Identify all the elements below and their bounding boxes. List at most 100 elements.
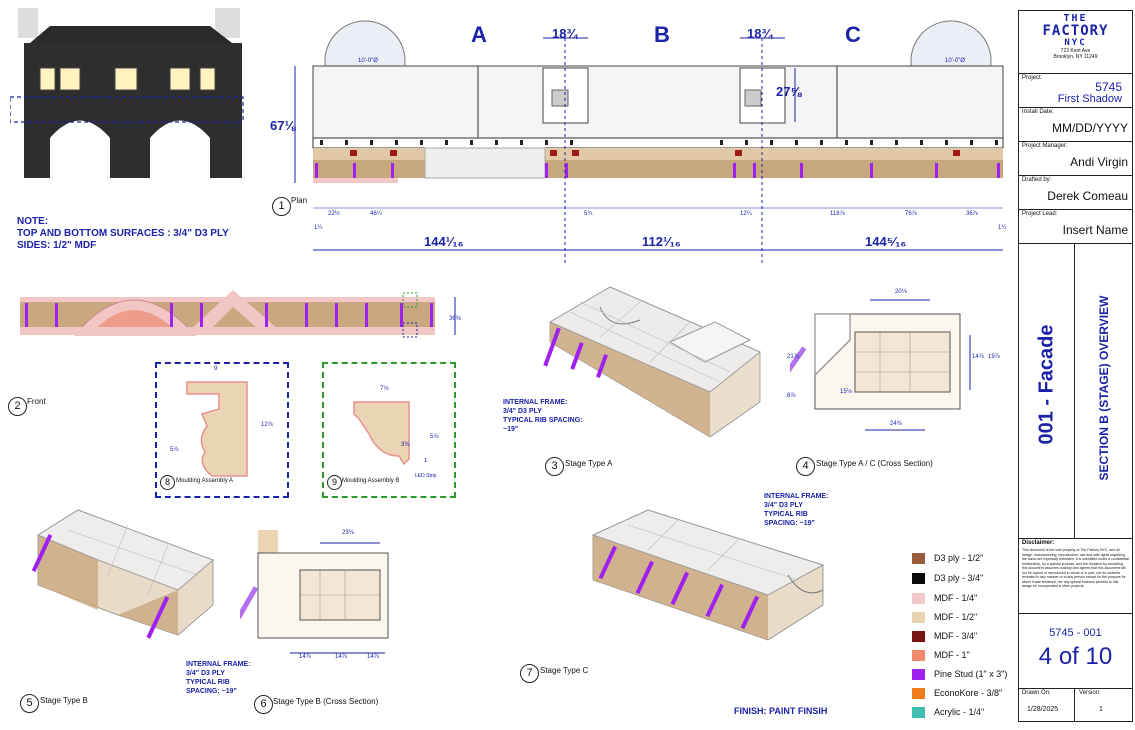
drawn-on-label: Drawn On: [1022,690,1051,696]
project-lead-cell: Project Lead: Insert Name [1019,209,1132,244]
dim-s1: 22½ [328,211,340,217]
project-cell: Project: 5745 First Shadow [1019,73,1132,108]
install-date-cell: Install Date: MM/DD/YYYY [1019,107,1132,142]
drawn-version-cell: Drawn On: Version: 1/28/2025 1 [1019,688,1132,721]
disclaimer-cell: Disclaimer: This document is the sole pr… [1019,538,1132,614]
version-label: Version: [1079,690,1101,696]
dim-s9: 1¼ [998,225,1007,231]
dim-s3: 5¾ [584,211,593,217]
view-6-number: 6 [254,695,273,714]
drafted-by-cell: Drafted by: Derek Comeau [1019,175,1132,210]
stage-a-note-4: ~19" [503,426,519,433]
note-title: NOTE: [17,216,49,227]
drawing-number-cell: 5745 - 001 4 of 10 [1019,613,1132,689]
material-legend: D3 ply - 1/2" D3 ply - 3/4" MDF - 1/4" M… [0,0,1007,718]
finish-note: FINISH: PAINT FINSIH [734,706,828,716]
front-view [20,290,456,338]
legend-label: MDF - 1" [934,650,970,660]
legend-swatch [912,553,925,564]
section-letter-c: C [845,22,861,47]
stage-ac-d3: 14⅞ [972,354,984,360]
project-number: 5745 [1095,80,1122,94]
view-7-caption: Stage Type C [540,666,589,675]
stage-type-b-model [31,509,214,639]
section-letter-a: A [471,22,487,47]
legend-label: D3 ply - 3/4" [934,573,984,583]
project-lead-value: Insert Name [1062,223,1128,237]
moulding-b-d3: 3⅜ [401,442,410,448]
front-dim: 36⅝ [449,316,461,322]
view-2-number: 2 [8,397,27,416]
moulding-a-frame [155,362,289,498]
stage-b-d1: 23⅛ [342,530,354,536]
legend-label: EconoKore - 3/8" [934,688,1003,698]
logo-the: THE [1063,13,1088,24]
stage-b-d2: 14⅞ [299,654,311,660]
stage-a-note-3: TYPICAL RIB SPACING: [503,417,583,424]
legend-label: MDF - 1/2" [934,612,978,622]
moulding-b-frame [322,362,456,498]
view-6-caption: Stage Type B (Cross Section) [273,697,379,706]
sheet-title: 001 - Facade [1035,324,1058,445]
view-2-caption: Front [27,397,46,406]
stage-b-note-2: 3/4" D3 PLY [186,670,225,677]
moulding-a-d1: 9 [214,366,218,372]
stage-type-a-model [543,286,761,438]
stage-c-frame-note: INTERNAL FRAME: 3/4" D3 PLY TYPICAL RIB … [764,492,828,528]
legend-label: Pine Stud (1" x 3") [934,669,1008,679]
view-5-caption: Stage Type B [40,696,88,705]
view-4-number: 4 [796,457,815,476]
legend-label: D3 ply - 1/2" [934,553,984,563]
note-block: NOTE: TOP AND BOTTOM SURFACES : 3/4" D3 … [17,216,229,252]
dim-gap-left: 18¾ [552,26,578,41]
stage-b-frame-note: INTERNAL FRAME: 3/4" D3 PLY TYPICAL RIB … [186,660,250,696]
drawn-on-value: 1/28/2025 [1027,706,1059,713]
view-3-caption: Stage Type A [565,459,613,468]
circle-label-right: 10'-0"Ø [945,58,965,64]
drafted-by-label: Drafted by: [1022,177,1052,183]
page-of: 4 of 10 [1038,643,1113,670]
dim-s2: 46¼ [370,211,382,217]
moulding-a-profile [186,381,248,477]
circle-label-left: 10'-0"Ø [358,58,378,64]
logo-nyc: NYC [1064,38,1087,48]
project-manager-value: Andi Virgin [1070,155,1128,169]
disclaimer-label: Disclaimer: [1022,540,1055,546]
install-date-label: Install Date: [1022,109,1054,115]
legend-label: MDF - 1/4" [934,593,978,603]
moulding-a-d2: 12⅞ [261,422,273,428]
stage-ac-d4: 19⅞ [988,354,1000,360]
project-label: Project: [1022,75,1043,81]
legend-swatch [912,593,925,604]
legend-swatch [912,669,925,680]
legend-swatch [912,650,925,661]
stage-ac-d7: 24⅜ [890,421,902,427]
logo-cell: THE FACTORY NYC 723 Kent Ave Brooklyn, N… [1019,11,1132,74]
drafted-by-value: Derek Comeau [1047,189,1128,203]
project-name: First Shadow [1057,93,1122,105]
project-manager-label: Project Manager: [1022,143,1068,149]
stage-c-note-3: TYPICAL RIB [764,511,808,518]
legend-label: MDF - 3/4" [934,631,978,641]
stage-b-note-1: INTERNAL FRAME: [186,661,251,668]
drawing-number: 5745 - 001 [1049,627,1102,639]
moulding-b-d5: LED Strip [415,473,437,479]
plan-caption: Plan [291,196,308,205]
note-line-1: TOP AND BOTTOM SURFACES : 3/4" D3 PLY [17,228,229,239]
view-4-caption: Stage Type A / C (Cross Section) [816,459,933,468]
stage-c-note-1: INTERNAL FRAME: [764,493,829,500]
stage-b-note-4: SPACING: ~19" [186,688,237,695]
logo-factory: FACTORY [1042,23,1109,39]
stage-b-note-3: TYPICAL RIB [186,679,230,686]
dim-gap-right: 18¾ [747,26,773,41]
dim-s5: 118⅞ [830,211,845,217]
project-manager-cell: Project Manager: Andi Virgin [1019,141,1132,176]
dim-s7: 36⅞ [966,211,978,217]
stage-b-d4: 14⅞ [367,654,379,660]
disclaimer-text: This document is the sole property of Th… [1022,548,1129,588]
dim-s6: 76⅞ [905,211,917,217]
project-lead-label: Project Lead: [1022,211,1058,217]
stage-b-d3: 14⅞ [335,654,347,660]
legend-swatch [912,573,925,584]
view-9-caption: Moulding Assembly B [342,478,400,484]
